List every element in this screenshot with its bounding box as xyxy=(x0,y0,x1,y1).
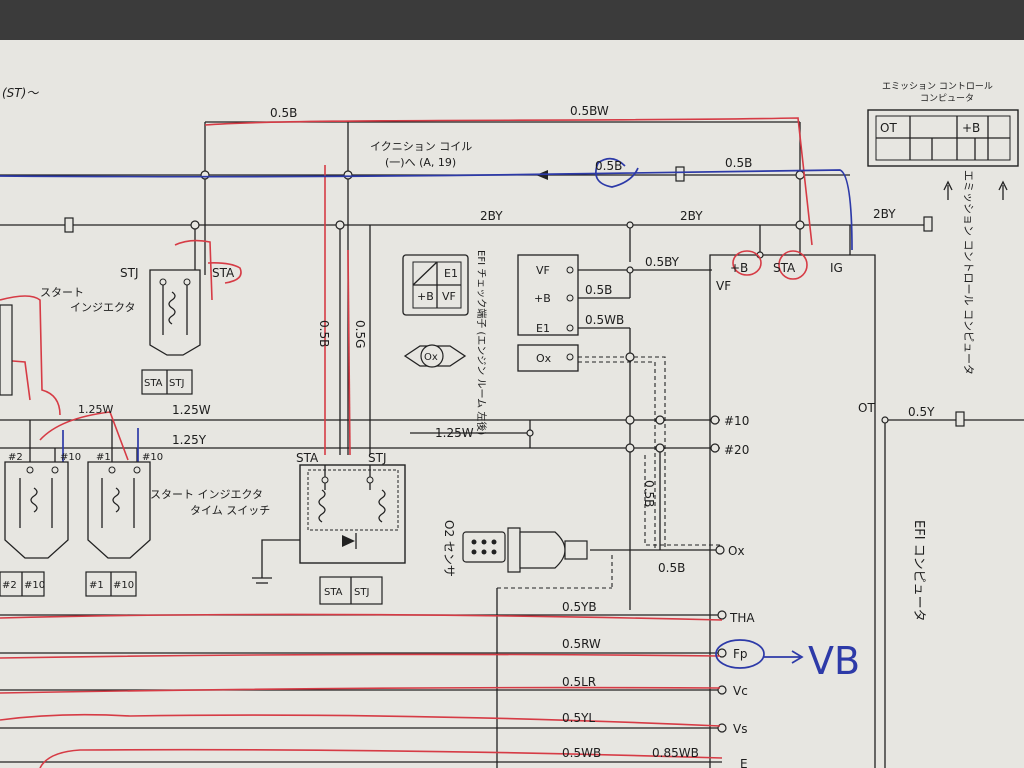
wire-label: 0.5B xyxy=(725,156,752,170)
wire-label: 0.5G xyxy=(353,320,367,348)
wire-label: 0.5B xyxy=(595,159,622,173)
o2-sensor xyxy=(462,527,588,573)
injector-left-b: #10 xyxy=(60,452,81,463)
efi-pin-sta: STA xyxy=(773,261,796,275)
efi-pin-ox: Ox xyxy=(728,544,745,558)
efi-pin-ig: IG xyxy=(830,261,843,275)
efi-pin-vs: Vs xyxy=(733,722,747,736)
start-injector-sta: STA xyxy=(212,266,235,280)
check-b: +B xyxy=(417,290,434,303)
wire-label: 1.25W xyxy=(172,403,211,417)
diagram-paper xyxy=(0,40,1024,768)
wire-label: 0.5B xyxy=(642,480,656,507)
efi-check-connector xyxy=(402,254,579,372)
wire-label: 0.5RW xyxy=(562,637,601,651)
injector-conn2-a: #1 xyxy=(89,580,104,591)
wire-label: 2BY xyxy=(680,209,703,223)
top-left-label: (ST)～ xyxy=(2,86,39,100)
wire-label: 0.5B xyxy=(585,283,612,297)
emission-box-b: +B xyxy=(962,121,980,135)
wire-label: 0.5B xyxy=(658,561,685,575)
efi-pin-vc: Vc xyxy=(733,684,748,698)
efi-pin-tha: THA xyxy=(729,611,755,625)
emission-box-title1: エミッション コントロール xyxy=(882,82,993,92)
wire-label: 1.25W xyxy=(78,403,113,416)
start-injector-label2: インジエクタ xyxy=(70,301,136,314)
inline-connectors xyxy=(64,166,965,427)
start-injector xyxy=(141,269,201,395)
emission-box-title2: コンピュータ xyxy=(920,93,974,104)
efi-pin-20: #20 xyxy=(724,443,749,457)
injector-left-a: #2 xyxy=(8,452,23,463)
check-pin-vf: VF xyxy=(536,264,550,277)
start-injector-stj: STJ xyxy=(120,266,139,280)
wire-label: 0.5B xyxy=(270,106,297,120)
wire-label: 2BY xyxy=(873,207,896,221)
wire-label: 2BY xyxy=(480,209,503,223)
check-pin-b: +B xyxy=(534,292,551,305)
efi-pin-b: +B xyxy=(730,261,748,275)
wire-label: 0.5LR xyxy=(562,675,596,689)
efi-pin-10: #10 xyxy=(724,414,749,428)
wire-label: 0.5YL xyxy=(562,711,595,725)
injector-conn1-b: #10 xyxy=(24,580,45,591)
injector-mid xyxy=(85,461,151,597)
efi-computer-label: EFI コンピュータ xyxy=(911,520,926,622)
injector-mid-b: #10 xyxy=(142,452,163,463)
time-switch-conn-stj: STJ xyxy=(354,587,369,598)
efi-pin-fp: Fp xyxy=(733,647,748,661)
emission-box-ot: OT xyxy=(880,121,897,135)
ignition-note-line1: イクニション コイル xyxy=(370,140,472,153)
check-ox: Ox xyxy=(424,352,438,363)
wire-label: 1.25W xyxy=(435,426,474,440)
red-marker-traces xyxy=(0,117,813,768)
time-switch-label1: スタート インジエクタ xyxy=(150,488,263,501)
injector-mid-a: #1 xyxy=(96,452,111,463)
check-connector-label: EFI チェック端子 (エンジン ルーム 左後) xyxy=(475,250,488,435)
partial-component-left xyxy=(0,304,13,396)
check-vf: VF xyxy=(442,290,456,303)
emission-vertical-label: エミッション コントロール コンピュータ xyxy=(962,170,975,375)
wire-label: 0.5YB xyxy=(562,600,597,614)
start-injector-conn-sta: STA xyxy=(144,378,163,389)
check-pin-ox: Ox xyxy=(536,352,552,365)
time-switch-conn-sta: STA xyxy=(324,587,343,598)
wire-label: 0.5B xyxy=(317,320,331,347)
efi-pin-ot: OT xyxy=(858,401,875,415)
wire-label: 0.5BY xyxy=(645,255,680,269)
start-injector-label1: スタート xyxy=(40,286,84,299)
wire-label: 0.85WB xyxy=(652,746,699,760)
injector-left xyxy=(0,461,69,597)
injector-conn1-a: #2 xyxy=(2,580,17,591)
wire-label: 0.5Y xyxy=(908,405,935,419)
blue-pen-traces xyxy=(0,157,853,669)
printed-wires xyxy=(0,121,1024,768)
check-pin-e1: E1 xyxy=(536,322,550,335)
time-switch-label2: タイム スイッチ xyxy=(190,504,270,517)
start-injector-conn-stj: STJ xyxy=(169,378,184,389)
start-injector-time-switch xyxy=(299,464,406,605)
time-switch-stj: STJ xyxy=(368,451,387,465)
emission-control-box xyxy=(867,109,1019,200)
ignition-note-line2: (一)へ (A, 19) xyxy=(385,156,456,169)
injector-conn2-b: #10 xyxy=(113,580,134,591)
wire-label: 0.5WB xyxy=(585,313,624,327)
check-e1: E1 xyxy=(444,267,458,280)
wire-label: 0.5BW xyxy=(570,104,609,118)
wire-label: 1.25Y xyxy=(172,433,207,447)
handwritten-vb: VB xyxy=(808,639,860,683)
wire-label: 0.5WB xyxy=(562,746,601,760)
efi-pin-e: E xyxy=(740,757,748,768)
time-switch-sta: STA xyxy=(296,451,319,465)
o2-sensor-label: O2 センサ xyxy=(442,520,456,577)
efi-pin-vf: VF xyxy=(716,279,731,293)
